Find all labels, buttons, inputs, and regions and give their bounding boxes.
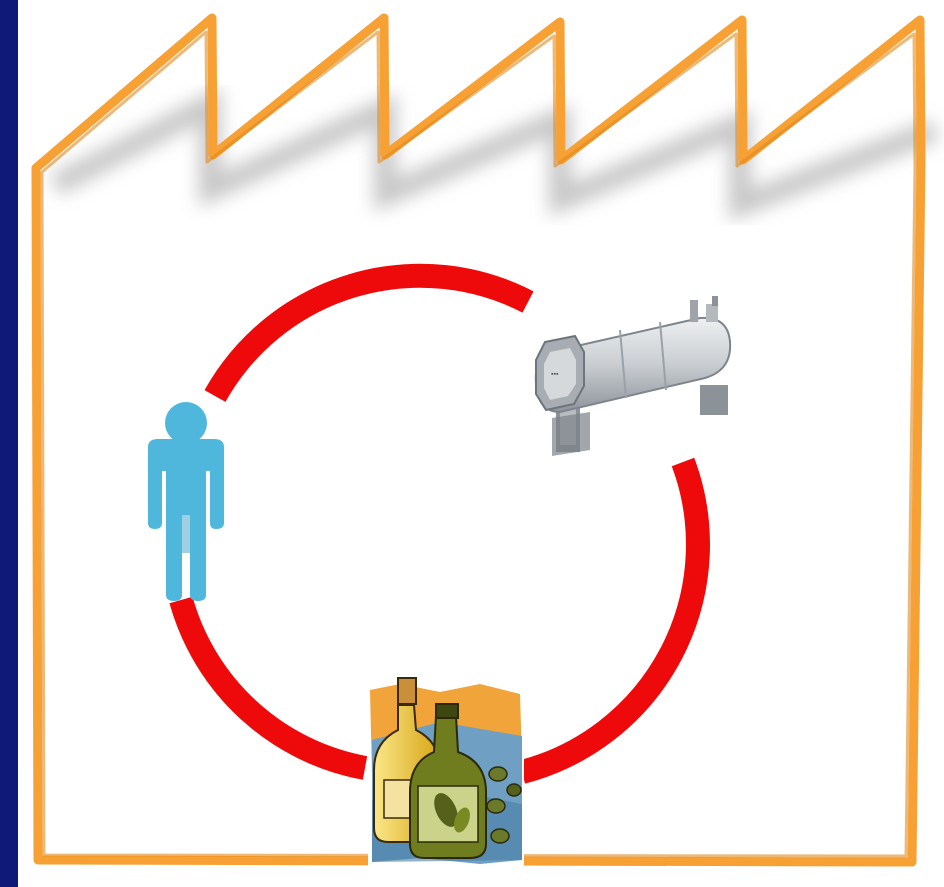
olive-oil-bottles-icon bbox=[368, 668, 524, 868]
person-icon bbox=[148, 402, 224, 601]
industrial-machine-icon: ▪▪▪ bbox=[536, 296, 730, 456]
svg-text:▪▪▪: ▪▪▪ bbox=[551, 371, 559, 378]
